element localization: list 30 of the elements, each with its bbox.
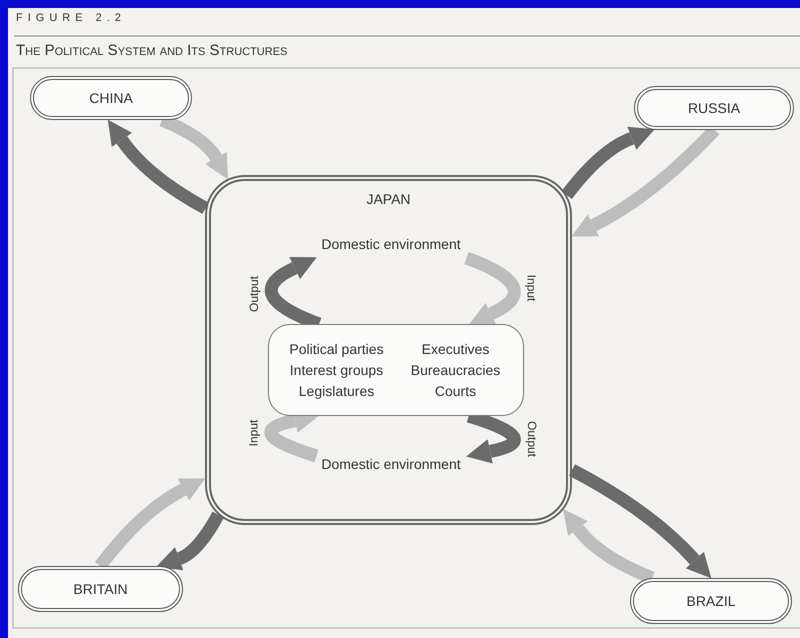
country-label: BRITAIN (73, 581, 128, 597)
country-label: JAPAN (365, 191, 412, 207)
flow-arrow (156, 511, 224, 570)
country-label: RUSSIA (688, 100, 740, 116)
figure-title: The Political System and Its Structures (16, 42, 288, 59)
structure-label: Political parties (288, 341, 385, 357)
structure-label: Interest groups (288, 362, 384, 378)
country-pill (634, 86, 794, 130)
country-label: BRAZIL (686, 593, 736, 609)
environment-label: Domestic environment (311, 236, 471, 258)
structure-label: Bureaucracies (410, 362, 502, 378)
structures-box (268, 324, 524, 416)
structure-label: Executives (420, 341, 490, 357)
country-label: CHINA (89, 90, 133, 106)
edge-label: Output (246, 274, 261, 313)
country-pill (18, 566, 183, 612)
flow-arrow (568, 464, 712, 578)
flow-arrow (108, 120, 209, 214)
edge-label: Input (246, 418, 261, 448)
country-system-box (205, 175, 572, 525)
figure-number: FIGURE 2.2 (16, 12, 126, 24)
flow-arrow (562, 126, 655, 200)
country-pill (630, 578, 792, 624)
environment-label: Domestic environment (311, 456, 471, 478)
structure-label: Legislatures (298, 383, 376, 399)
edge-label: Input (524, 274, 539, 303)
structure-label: Courts (434, 383, 478, 399)
country-pill (30, 76, 192, 120)
edge-label: Output (524, 420, 539, 458)
flow-arrow (464, 252, 521, 326)
